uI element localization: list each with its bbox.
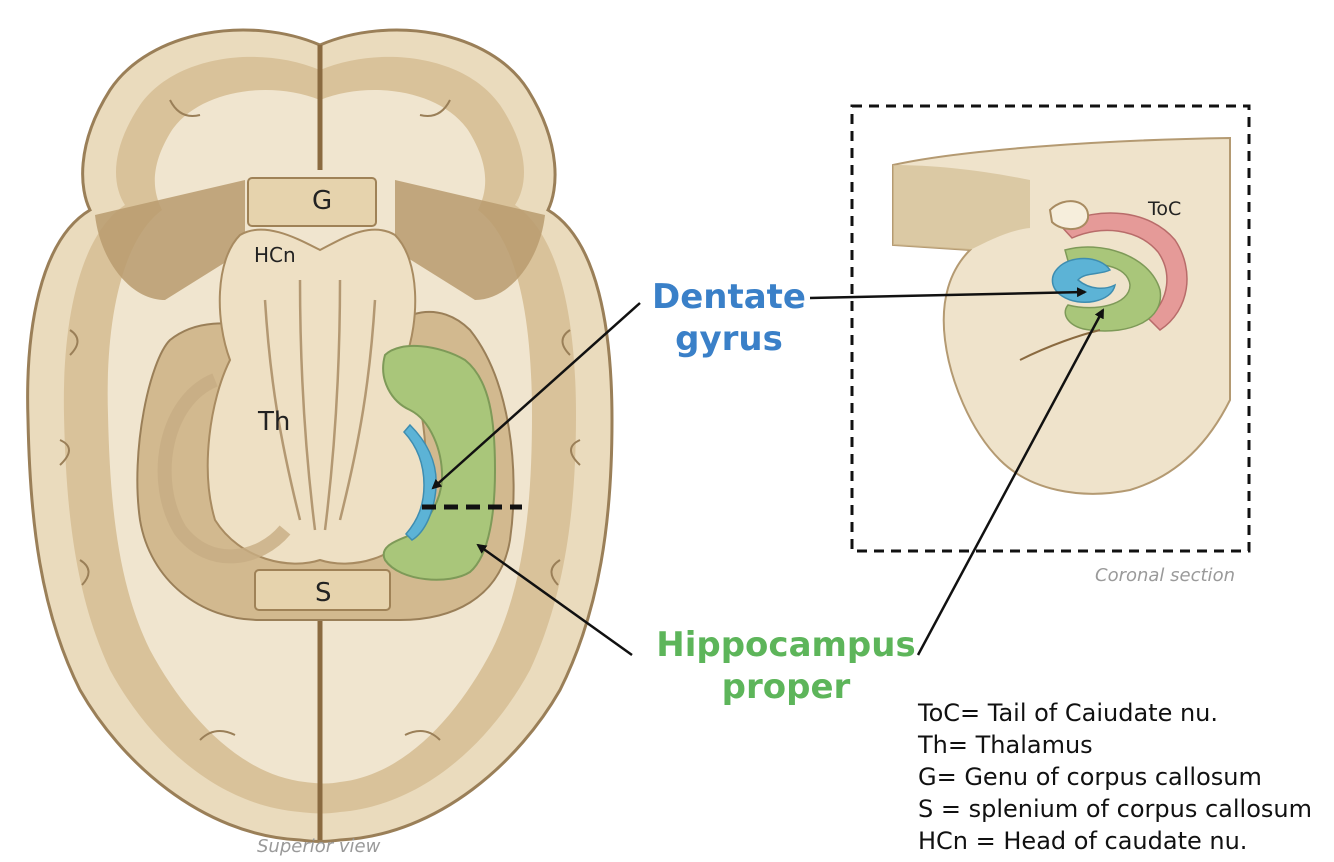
dentate-pointer-main <box>809 287 1087 300</box>
label-toc: ToC <box>1148 198 1182 220</box>
gyri-lines <box>59 99 581 741</box>
pointer-lines <box>431 287 1105 657</box>
tail-of-caudate <box>1058 212 1188 331</box>
dentate-gyrus-label: Dentate gyrus <box>648 276 810 360</box>
legend-item: G= Genu of corpus callosum <box>918 763 1262 791</box>
label-s: S <box>315 578 332 608</box>
hippo-pointer-coronal <box>916 308 1105 656</box>
hippocampus-region <box>382 344 497 581</box>
brain-superior-view <box>26 28 614 843</box>
abbreviation-legend: ToC= Tail of Caiudate nu. Th= Thalamus G… <box>918 697 1312 857</box>
coronal-small-loop <box>1048 200 1090 230</box>
coronal-shadow <box>893 165 1030 250</box>
hippo-line-2: proper <box>721 667 851 707</box>
fornix-fibers <box>263 279 377 531</box>
frontal-cut-left <box>95 180 245 300</box>
dentate-gyrus-region <box>402 423 437 541</box>
legend-item: HCn = Head of caudate nu. <box>918 827 1248 855</box>
label-th: Th <box>258 407 291 437</box>
label-g: G <box>312 186 333 216</box>
inset-frame <box>850 104 1251 553</box>
hippo-line-1: Hippocampus <box>656 625 916 665</box>
frontal-cut-right <box>395 180 545 300</box>
caption-coronal-section: Coronal section <box>1095 565 1235 586</box>
dentate-line-1: Dentate <box>652 277 806 317</box>
label-hcn: HCn <box>254 243 296 267</box>
hippocampus-proper-label: Hippocampus proper <box>655 624 917 708</box>
dentate-line-2: gyrus <box>675 319 783 359</box>
hippo-pointer-superior <box>476 543 633 657</box>
coronal-inset <box>850 104 1251 553</box>
legend-item: ToC= Tail of Caiudate nu. <box>918 699 1219 727</box>
coronal-fissure <box>1019 329 1101 361</box>
coronal-hippocampus <box>1064 246 1162 332</box>
dentate-pointer-superior <box>431 302 641 490</box>
legend-item: Th= Thalamus <box>918 731 1093 759</box>
genu-block <box>247 177 377 227</box>
legend-item: S = splenium of corpus callosum <box>918 795 1312 823</box>
caption-superior-view: Superior view <box>257 836 381 857</box>
splenium-block <box>254 569 391 611</box>
fornix-arc-left <box>157 373 291 564</box>
